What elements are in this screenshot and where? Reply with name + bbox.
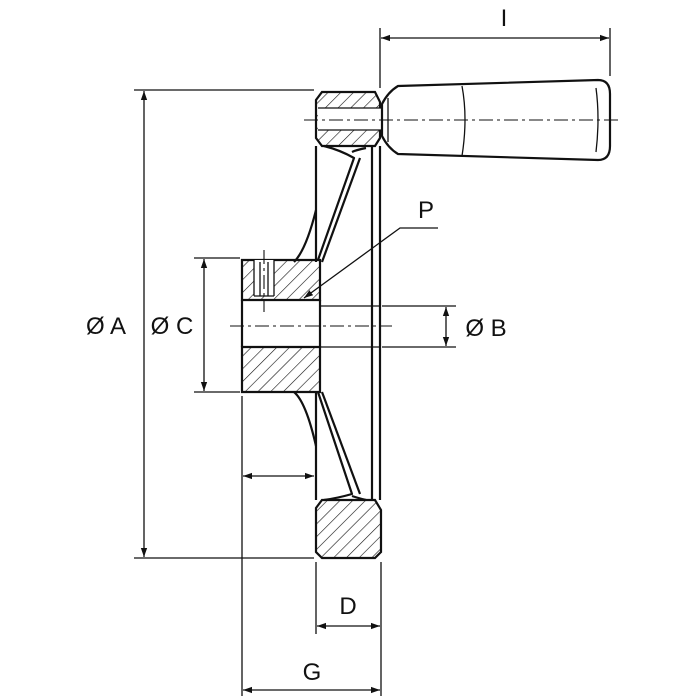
label-dia-c: Ø C — [151, 313, 194, 340]
center-lines — [230, 119, 622, 327]
label-dia-b: Ø B — [465, 315, 506, 342]
label-d: D — [339, 593, 356, 620]
upper-spoke — [293, 144, 367, 263]
extension-lines — [134, 28, 611, 696]
label-g: G — [303, 659, 322, 686]
rim-edges — [314, 146, 382, 500]
label-p: P — [418, 197, 434, 224]
dimension-labels: I P Ø A Ø C Ø B D G — [86, 5, 507, 686]
lower-spoke — [293, 391, 367, 502]
label-l: I — [501, 5, 508, 32]
label-dia-a: Ø A — [86, 313, 126, 340]
rim-top-section — [314, 90, 382, 148]
leader-p — [303, 227, 438, 299]
hub-section — [240, 250, 380, 394]
rim-bottom-section — [314, 498, 383, 560]
dimension-lines — [140, 34, 609, 694]
